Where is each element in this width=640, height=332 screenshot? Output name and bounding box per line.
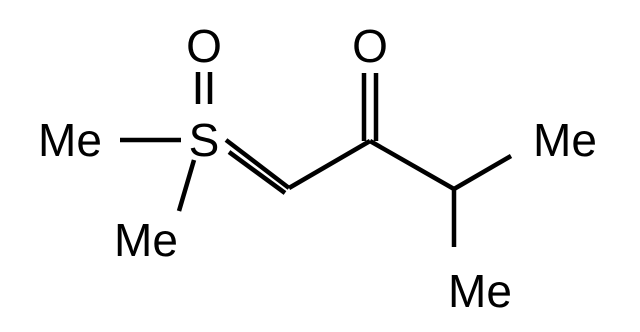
bond-carbonyl-isopropyl: [368, 139, 456, 191]
sulfoxide-oxygen-label: O: [186, 20, 222, 72]
bonds: [120, 72, 513, 247]
methyl-isopropyl-upper-label: Me: [533, 114, 597, 166]
methyl-left-label: Me: [38, 114, 102, 166]
bond-sulfur-methyl-lower: [176, 159, 197, 212]
bond-sulfur-carbon-double-a: [224, 138, 291, 190]
bond-methine-carbonyl: [287, 139, 372, 190]
methyl-isopropyl-lower-label: Me: [448, 265, 512, 317]
bond-sulfur-carbon-double-b: [227, 150, 287, 195]
bond-isopropyl-methyl-upper: [452, 154, 513, 191]
atom-labels: O S Me Me O Me Me: [38, 20, 597, 317]
methyl-lower-label: Me: [114, 214, 178, 266]
sulfur-label: S: [189, 114, 220, 166]
ketone-oxygen-label: O: [352, 20, 388, 72]
